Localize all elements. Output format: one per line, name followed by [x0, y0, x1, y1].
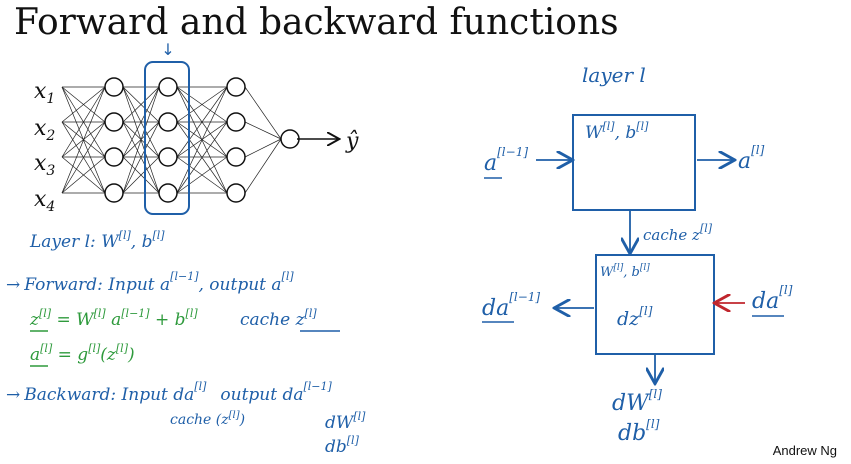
network-edge [244, 138, 282, 158]
network-node [226, 147, 246, 167]
note-forward: →Forward: Input a[l−1], output a[l] [6, 270, 294, 295]
author-credit: Andrew Ng [772, 443, 837, 458]
network-node [226, 77, 246, 97]
input-labels: x1 x2 x3 x4 [34, 79, 55, 215]
network-edges [61, 86, 282, 194]
network-edge [244, 138, 282, 194]
network-node [158, 183, 178, 203]
note-backward: →Backward: Input da[l]output da[l−1] [6, 380, 333, 405]
network-node [158, 147, 178, 167]
network-edge [122, 86, 160, 123]
cache-label: cache z[l] [643, 222, 713, 244]
note-cache-z: cache z[l] [240, 307, 317, 330]
network-node [104, 183, 124, 203]
network-edge [61, 86, 106, 194]
network-edge [244, 121, 282, 140]
layer-marker-arrow: ↓ [161, 40, 174, 59]
forward-output-label: a[l] [738, 143, 765, 174]
forward-input-label: a[l−1] [484, 145, 528, 176]
input-label-1: x1 [34, 79, 55, 107]
note-backward-dw: dW[l] [325, 410, 366, 433]
note-backward-cache: cache (z[l]) [170, 410, 245, 428]
block-heading: layer l [582, 63, 646, 87]
network-node [226, 183, 246, 203]
backward-block-dz: dz[l] [617, 304, 653, 330]
input-label-4: x4 [34, 187, 55, 215]
handwritten-notes: Layer l: W[l], b[l] →Forward: Input a[l−… [6, 229, 366, 457]
network-node [104, 147, 124, 167]
network-node [104, 77, 124, 97]
network-edge [122, 156, 160, 194]
network-edge [176, 86, 228, 158]
highlighted-layer-box [144, 61, 190, 215]
network-edge [122, 86, 160, 158]
network-node [104, 112, 124, 132]
network-edge [122, 86, 160, 194]
network-edge [122, 121, 160, 194]
output-label: ŷ [345, 129, 359, 154]
note-backward-db: db[l] [325, 434, 360, 457]
network-edge [61, 121, 106, 194]
block-diagram: layer l W[l], b[l] a[l−1] a[l] cache z[l… [482, 63, 793, 446]
network-edge [176, 156, 228, 194]
network-edge [176, 121, 228, 194]
network-edge [61, 156, 106, 194]
note-eq-z: z[l] = W[l] a[l−1] + b[l] [29, 307, 198, 330]
network-edge [244, 86, 282, 140]
network-node [158, 112, 178, 132]
gradient-dw-label: dW[l] [612, 387, 662, 416]
backward-block-params: W[l], b[l] [600, 263, 650, 280]
network-edge [176, 86, 228, 123]
network-nodes [104, 77, 300, 203]
input-label-3: x3 [34, 151, 55, 179]
network-node [280, 129, 300, 149]
forward-block-label: W[l], b[l] [585, 120, 649, 143]
note-layer-params: Layer l: W[l], b[l] [29, 229, 165, 252]
network-edge [61, 86, 106, 158]
backward-input-label: da[l] [752, 283, 793, 314]
slide-title: Forward and backward functions [14, 2, 619, 43]
network-node [158, 77, 178, 97]
gradient-db-label: db[l] [618, 417, 660, 446]
network-edge [176, 86, 228, 194]
note-eq-a: a[l] = g[l](z[l]) [30, 342, 135, 365]
network-diagram: x1 x2 x3 x4 ŷ ↓ [34, 40, 359, 215]
backward-output-label: da[l−1] [482, 290, 540, 321]
network-edge [61, 86, 106, 123]
input-label-2: x2 [34, 116, 55, 144]
network-node [226, 112, 246, 132]
